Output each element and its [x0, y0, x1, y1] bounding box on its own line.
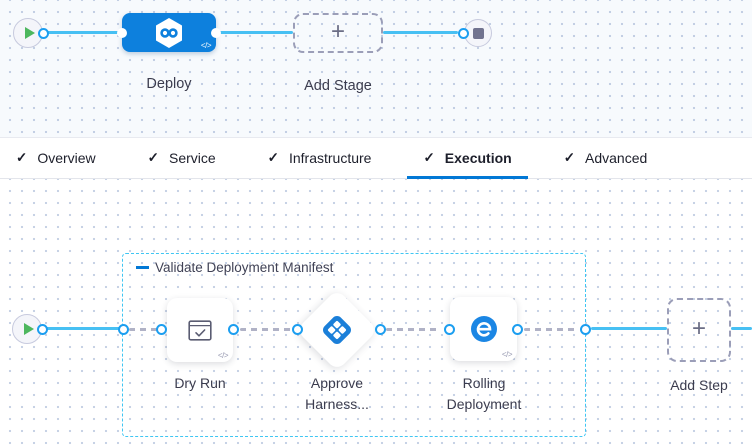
play-icon: [24, 27, 35, 39]
add-stage-label: Add Stage: [304, 78, 372, 94]
tab-label: Infrastructure: [288, 150, 372, 166]
step-label-dry-run: Dry Run: [174, 375, 226, 391]
harness-cd-hexagon-icon: [156, 17, 182, 48]
connector-port: [228, 324, 239, 335]
connector-line: [43, 31, 122, 34]
check-icon: ✓: [267, 150, 279, 165]
play-icon: [23, 323, 34, 335]
connector-port: [292, 324, 303, 335]
yaml-code-badge: </>: [217, 351, 229, 360]
connector-port: [156, 324, 167, 335]
connector-dashed-line: [524, 328, 578, 331]
connector-dashed-line: [386, 328, 440, 331]
group-port-left: [118, 324, 129, 335]
add-step-label: Add Step: [670, 377, 728, 393]
plus-icon: +: [691, 315, 706, 342]
step-label-approve: Approve Harness...: [305, 375, 369, 412]
step-node-dry-run[interactable]: </>: [167, 298, 233, 362]
check-icon: ✓: [563, 150, 575, 165]
group-port-right: [580, 324, 591, 335]
pipeline-end-node[interactable]: [464, 19, 492, 47]
connector-port: [37, 324, 48, 335]
stage-port-left: [117, 27, 127, 38]
harness-approval-diamond-icon: [323, 316, 351, 344]
tab-label: Advanced: [585, 150, 648, 166]
dry-run-check-window-icon: [188, 319, 212, 341]
step-group-container[interactable]: [122, 253, 586, 437]
rolling-deployment-icon: [470, 316, 497, 342]
stage-label: Deploy: [146, 76, 192, 92]
execution-graph-canvas: Validate Deployment Manifest </>: [0, 179, 752, 448]
stage-node-deploy[interactable]: </>: [117, 13, 221, 52]
tab-label: Service: [168, 150, 216, 166]
check-icon: ✓: [147, 150, 159, 165]
tab-overview[interactable]: ✓ Overview: [0, 138, 112, 178]
yaml-code-badge: </>: [200, 41, 212, 50]
tab-execution[interactable]: ✓ Execution: [407, 138, 528, 179]
add-stage-button[interactable]: +: [293, 13, 383, 53]
connector-port: [444, 324, 455, 335]
connector-line: [216, 31, 293, 34]
check-icon: ✓: [423, 150, 435, 165]
stage-config-tabs: ✓ Overview ✓ Service ✓ Infrastructure ✓ …: [0, 137, 752, 179]
connector-port: [458, 28, 469, 39]
plus-icon: +: [330, 18, 345, 45]
step-group-title: Validate Deployment Manifest: [155, 260, 334, 275]
tab-advanced[interactable]: ✓ Advanced: [548, 138, 664, 178]
stage-port-right: [211, 27, 221, 38]
connector-line: [383, 31, 458, 34]
connector-dashed-line: [240, 328, 292, 331]
connector-port: [38, 28, 49, 39]
connector-line: [731, 327, 752, 330]
step-node-rolling-deployment[interactable]: </>: [450, 297, 517, 361]
tab-label: Overview: [37, 150, 96, 166]
tab-service[interactable]: ✓ Service: [132, 138, 232, 178]
add-step-button[interactable]: +: [667, 298, 731, 362]
yaml-code-badge: </>: [501, 350, 513, 359]
step-label-rolling-deployment: Rolling Deployment: [446, 375, 522, 412]
stop-icon: [472, 27, 484, 39]
connector-dashed-line: [129, 328, 160, 331]
tab-label: Execution: [444, 150, 512, 166]
connector-line: [591, 327, 667, 330]
collapse-group-icon[interactable]: [136, 266, 149, 269]
tab-infrastructure[interactable]: ✓ Infrastructure: [252, 138, 388, 178]
stage-graph-canvas: </> Deploy + Add Stage: [0, 0, 752, 137]
connector-line: [42, 327, 123, 330]
check-icon: ✓: [16, 150, 28, 165]
connector-port: [512, 324, 523, 335]
connector-port: [375, 324, 386, 335]
